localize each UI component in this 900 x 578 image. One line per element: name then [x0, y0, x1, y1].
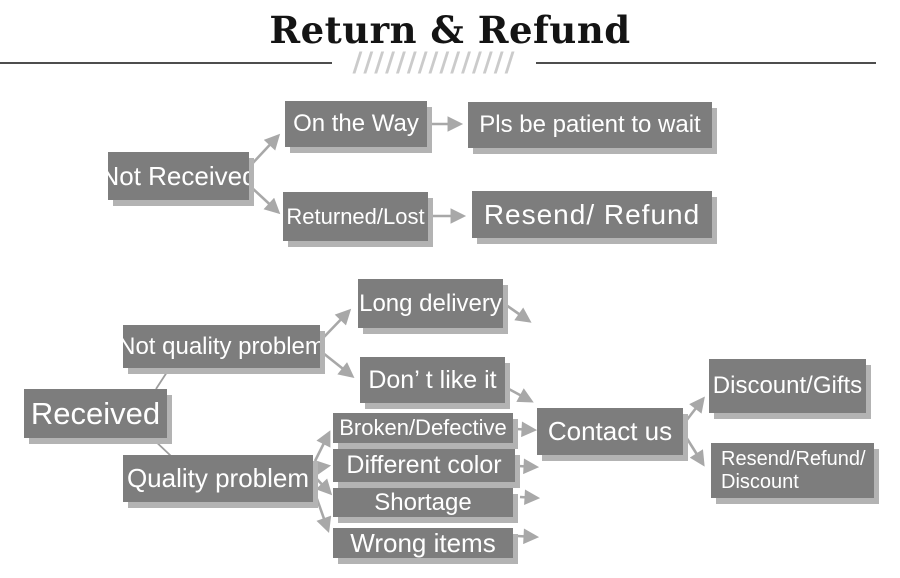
node-shortage: Shortage	[333, 488, 513, 517]
node-resend-refund-discount: Resend/Refund/ Discount	[711, 443, 874, 498]
node-wrong-items-label: Wrong items	[350, 528, 496, 558]
node-long-delivery: Long delivery	[358, 279, 503, 328]
node-pls-be-patient-label: Pls be patient to wait	[479, 111, 701, 138]
node-returned-lost: Returned/Lost	[283, 192, 428, 241]
node-resend-refund-label: Resend/ Refund	[483, 198, 701, 230]
node-resend-refund: Resend/ Refund	[472, 191, 712, 238]
node-not-received: Not Received	[108, 152, 249, 200]
node-contact-us: Contact us	[537, 408, 683, 455]
node-not-quality-problem-label: Not quality problem	[123, 332, 320, 360]
node-discount-gifts: Discount/Gifts	[709, 359, 866, 413]
node-broken-defective-label: Broken/Defective	[339, 415, 507, 440]
node-pls-be-patient: Pls be patient to wait	[468, 102, 712, 148]
node-on-the-way-label: On the Way	[293, 110, 419, 137]
node-different-color: Different color	[333, 449, 515, 482]
node-received-label: Received	[30, 395, 161, 431]
line-group	[151, 368, 172, 457]
node-contact-us-label: Contact us	[547, 416, 673, 446]
title-divider-right	[536, 62, 876, 64]
node-broken-defective: Broken/Defective	[333, 413, 513, 443]
node-returned-lost-label: Returned/Lost	[286, 203, 425, 229]
node-received: Received	[24, 389, 167, 438]
arrow-group	[250, 116, 705, 545]
node-not-quality-problem: Not quality problem	[123, 325, 320, 368]
node-quality-problem-label: Quality problem	[126, 463, 310, 493]
node-resend-refund-discount-line2: Discount	[721, 470, 799, 493]
node-on-the-way: On the Way	[285, 101, 427, 147]
node-dont-like-it: Don’ t like it	[360, 357, 505, 403]
node-different-color-label: Different color	[346, 451, 502, 479]
title-divider-left	[0, 62, 332, 64]
node-discount-gifts-label: Discount/Gifts	[712, 372, 863, 399]
page-title: Return & Refund	[269, 8, 631, 52]
node-quality-problem: Quality problem	[123, 455, 313, 502]
node-shortage-label: Shortage	[374, 488, 472, 516]
node-wrong-items: Wrong items	[333, 528, 513, 558]
node-not-received-label: Not Received	[108, 160, 249, 191]
node-dont-like-it-label: Don’ t like it	[368, 365, 497, 394]
node-resend-refund-discount-line1: Resend/Refund/	[721, 448, 866, 471]
node-long-delivery-label: Long delivery	[359, 289, 502, 317]
divider-slashes-pattern: ///////////////	[352, 47, 516, 78]
